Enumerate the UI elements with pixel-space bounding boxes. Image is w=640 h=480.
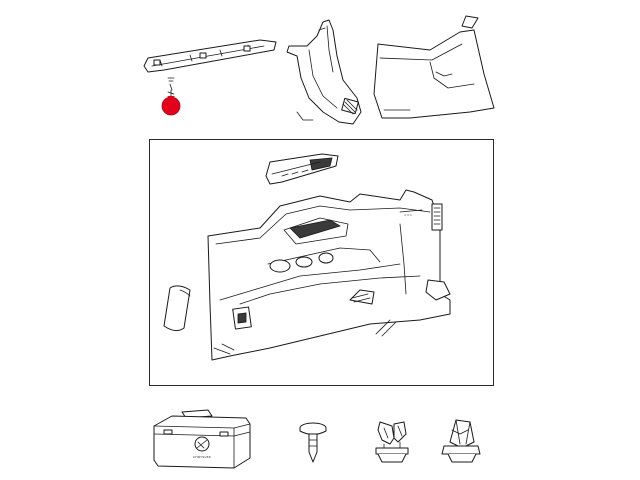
highlight-marker-icon [161,96,181,116]
d-pillar-quarter-trim[interactable] [370,14,500,124]
c-pillar-trim[interactable] [283,16,363,128]
panel-emblem: === [404,213,413,217]
vent-bezel[interactable] [262,152,342,186]
retainer-clip-highlighted[interactable] [160,76,184,120]
quarter-trim-panel-assembly[interactable]: === [200,184,464,370]
push-pin-fastener[interactable] [298,418,328,466]
cargo-pad[interactable] [160,284,196,334]
kit-brand-label: CHRYSLER [193,455,211,459]
callout-frame [149,139,494,386]
tool-kit-case[interactable]: CHRYSLER [150,404,254,474]
upper-trim-molding[interactable] [140,36,280,76]
clip-retainer-b[interactable] [440,416,482,464]
clip-retainer-a[interactable] [372,418,412,464]
